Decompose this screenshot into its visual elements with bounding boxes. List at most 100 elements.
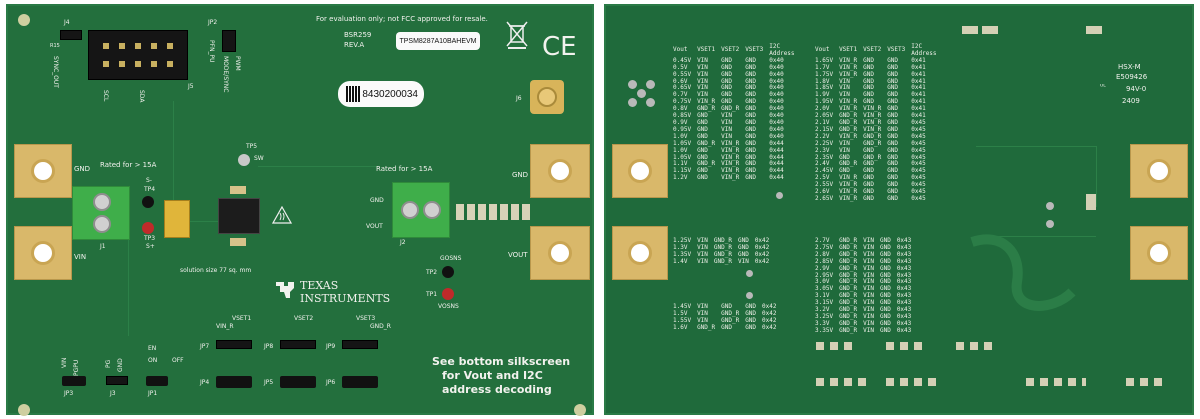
table-cell: GND	[745, 167, 757, 175]
vout-table-b: Vout VSET1 VSET2 VSET3 I2C Address 1.65V…	[812, 43, 940, 203]
label-tp4: TP4	[144, 186, 156, 193]
table-cell: 0x43	[896, 306, 912, 314]
table-cell: GND	[879, 292, 891, 300]
table-cell: 2.0V	[815, 105, 830, 113]
table-cell: GND_R	[713, 250, 732, 258]
table-cell: GND_R	[839, 285, 858, 293]
table-cell: GND_R	[721, 105, 740, 113]
table-cell: 0x41	[911, 98, 926, 106]
table-cell: 3.3V	[815, 319, 830, 327]
terminal-block-j1[interactable]	[72, 186, 130, 240]
table-cell: GND	[887, 118, 899, 126]
test-point-tp4[interactable]	[142, 196, 154, 208]
table-header: VSET3	[745, 46, 764, 54]
test-point-tp3[interactable]	[142, 222, 154, 234]
table-cell: GND	[737, 243, 749, 251]
label-sw: SW	[254, 155, 264, 162]
jumper-jp3[interactable]	[62, 376, 86, 386]
table-cell: GND	[745, 132, 757, 140]
via	[637, 89, 646, 98]
table-cell: GND	[745, 125, 757, 133]
table-cell: GND_R	[713, 243, 732, 251]
table-cell: 0x45	[911, 146, 926, 154]
table-cell: VIN	[863, 312, 874, 320]
table-cell: VIN_R	[839, 181, 858, 189]
table-cell: 0x45	[911, 181, 926, 189]
table-cell: GND	[745, 84, 757, 92]
test-point-tp1[interactable]	[442, 288, 454, 300]
jumper-jp4[interactable]	[216, 376, 252, 388]
table-cell: VIN	[863, 285, 874, 293]
back-pcb: HSX-M E509426 ᵁᴸ 94V-0 2409 Vout VSET1 V…	[604, 4, 1194, 415]
table-cell: 0x41	[911, 77, 926, 85]
test-point-tp5[interactable]	[238, 154, 250, 166]
table-cell: GND	[879, 285, 891, 293]
table-header: I2C Address	[769, 43, 795, 57]
table-cell: 0x43	[896, 299, 912, 307]
smd-row	[816, 378, 866, 386]
label-pwm: PWM	[234, 56, 241, 71]
mounting-hole	[18, 14, 30, 26]
gnd-pad-left[interactable]	[14, 144, 72, 198]
bottom-note-line2: for Vout and I2C	[442, 369, 543, 382]
header-j5[interactable]	[88, 30, 188, 80]
table-cell: 0.7V	[673, 91, 688, 99]
table-cell: GND_R	[697, 323, 716, 331]
vin-pad-left[interactable]	[14, 226, 72, 280]
label-pgpu: PGPU	[73, 359, 80, 376]
table-cell: GND	[887, 146, 899, 154]
table-cell: GND	[745, 118, 757, 126]
sma-connector-j6[interactable]	[530, 80, 564, 114]
header-j4[interactable]	[60, 30, 82, 40]
label-gnd-bottom: GND	[117, 358, 124, 372]
table-cell: GND	[879, 312, 891, 320]
table-cell: 0x43	[896, 285, 912, 293]
label-jp5: JP5	[264, 379, 274, 386]
jumper-jp1[interactable]	[146, 376, 168, 386]
table-cell: GND	[863, 188, 874, 196]
table-cell: VIN	[839, 77, 850, 85]
table-cell: VIN	[697, 309, 708, 317]
table-cell: 2.95V	[815, 271, 834, 279]
part-label: TPSM8287A10BAHEVM	[396, 32, 480, 50]
table-cell: 0.85V	[673, 112, 692, 120]
vout-pad-right[interactable]	[530, 226, 590, 280]
table-cell: 0x44	[769, 139, 784, 147]
table-cell: 0x45	[911, 194, 926, 202]
table-cell: GND	[887, 63, 899, 71]
header-jp7[interactable]	[216, 340, 252, 349]
gnd-pad-right[interactable]	[530, 144, 590, 198]
table-cell: GND	[887, 181, 899, 189]
table-cell: VIN	[839, 84, 850, 92]
jumper-jp6[interactable]	[342, 376, 378, 388]
header-jp9[interactable]	[342, 340, 378, 349]
table-cell: 0x45	[911, 160, 926, 168]
table-cell: 2.5V	[815, 174, 830, 182]
table-cell: 0x44	[769, 167, 784, 175]
header-jp2[interactable]	[222, 30, 236, 52]
table-cell: 0x40	[769, 84, 784, 92]
smd-row	[1126, 378, 1166, 386]
via	[628, 80, 637, 89]
table-cell: GND	[879, 271, 891, 279]
header-j3[interactable]	[106, 376, 128, 385]
label-vin-left: VIN	[74, 253, 87, 261]
label-jp3: JP3	[64, 390, 74, 397]
barcode-number: 8430200034	[362, 88, 418, 100]
test-point-tp2[interactable]	[442, 266, 454, 278]
header-jp8[interactable]	[280, 340, 316, 349]
label-j4: J4	[64, 19, 70, 26]
table-cell: GND	[887, 98, 899, 106]
table-cell: 2.35V	[815, 153, 834, 161]
terminal-block-j2[interactable]	[392, 182, 450, 238]
jumper-jp5[interactable]	[280, 376, 316, 388]
